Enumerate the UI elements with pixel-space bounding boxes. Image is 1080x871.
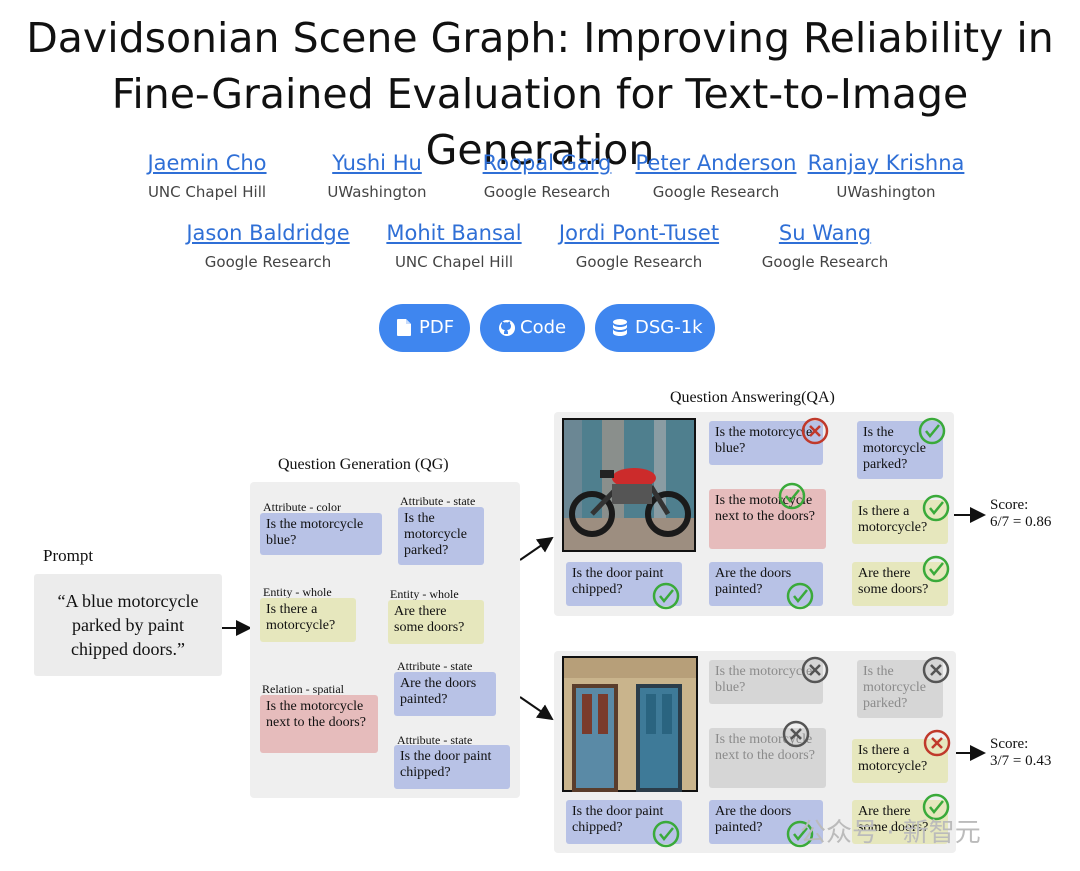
code-button-label: Code <box>520 317 567 338</box>
qa-question: Are there some doors? <box>852 562 948 606</box>
author-affiliation: UNC Chapel Hill <box>147 183 267 201</box>
check-icon <box>918 417 946 445</box>
author-link[interactable]: Mohit Bansal <box>386 221 522 245</box>
author-link[interactable]: Ranjay Krishna <box>807 151 965 175</box>
qg-question: Is the motorcycle next to the doors? <box>260 695 378 753</box>
qg-question: Is there a motorcycle? <box>260 598 356 642</box>
code-button[interactable]: Code <box>480 304 585 352</box>
qg-caption: Question Generation (QG) <box>278 456 449 473</box>
author-affiliation: UWashington <box>836 183 936 201</box>
score-label: Score: <box>990 497 1029 513</box>
qg-label: Entity - whole <box>390 587 459 601</box>
prompt-caption: Prompt <box>43 546 94 565</box>
qg-label: Attribute - state <box>400 494 476 508</box>
cross-icon <box>801 417 829 445</box>
watermark: 公众号 · 新智元 <box>800 818 981 848</box>
qa-question: Is the motorcycle parked? <box>857 421 943 479</box>
cross-icon <box>922 656 950 684</box>
qa-question: Is there a motorcycle? <box>852 739 948 783</box>
cross-icon <box>782 720 810 748</box>
prompt-box: “A blue motorcycle parked by paint chipp… <box>34 574 222 676</box>
pdf-button[interactable]: PDF <box>379 304 470 352</box>
check-icon <box>778 482 806 510</box>
author-affiliation: Google Research <box>204 253 332 271</box>
author-affiliation: UNC Chapel Hill <box>394 253 514 271</box>
qa-question: Is the motorcycle next to the doors? <box>709 728 826 788</box>
pdf-button-label: PDF <box>419 317 455 338</box>
qa-question: Is there a motorcycle? <box>852 500 948 544</box>
title-line-2: Fine-Grained Evaluation for Text-to-Imag… <box>111 70 969 174</box>
qg-label: Attribute - color <box>263 500 341 514</box>
database-icon <box>613 319 627 336</box>
qa-question: Are there some doors? <box>852 800 948 844</box>
cross-icon <box>923 729 951 757</box>
author-affiliation: Google Research <box>483 183 611 201</box>
page-title: Davidsonian Scene Graph: Improving Relia… <box>0 10 1080 178</box>
qg-label: Entity - whole <box>263 585 332 599</box>
score-value: 3/7 = 0.43 <box>990 753 1052 769</box>
qg-question: Is the motorcycle blue? <box>260 513 382 555</box>
author-card: Jason Baldridge Google Research <box>168 220 368 271</box>
score-label: Score: <box>990 736 1029 752</box>
qa-question: Is the motorcycle parked? <box>857 660 943 718</box>
qa-caption: Question Answering(QA) <box>670 389 835 406</box>
qg-question: Are there some doors? <box>388 600 484 644</box>
author-link[interactable]: Jordi Pont-Tuset <box>558 221 720 245</box>
score-value: 6/7 = 0.86 <box>990 514 1052 530</box>
author-affiliation: Google Research <box>761 253 889 271</box>
check-icon <box>786 582 814 610</box>
doors-image <box>562 656 698 792</box>
author-link[interactable]: Jaemin Cho <box>147 151 267 175</box>
qg-label: Attribute - state <box>397 733 473 747</box>
qa-question: Is the motorcycle blue? <box>709 421 823 465</box>
author-card: Su Wang Google Research <box>725 220 925 271</box>
qa-question: Are the doors painted? <box>709 800 823 844</box>
title-line-1: Davidsonian Scene Graph: Improving Relia… <box>26 14 1054 62</box>
motorcycle-image <box>562 418 696 552</box>
author-link[interactable]: Jason Baldridge <box>186 221 350 245</box>
prompt-line: chipped doors.” <box>71 639 185 659</box>
author-card: Jaemin Cho UNC Chapel Hill <box>107 150 307 201</box>
check-icon <box>922 494 950 522</box>
author-card: Yushi Hu UWashington <box>277 150 477 201</box>
check-icon <box>786 820 814 848</box>
author-card: Mohit Bansal UNC Chapel Hill <box>354 220 554 271</box>
file-icon <box>397 319 411 336</box>
author-affiliation: UWashington <box>327 183 427 201</box>
prompt-line: “A blue motorcycle <box>57 591 199 611</box>
author-link[interactable]: Peter Anderson <box>635 151 797 175</box>
author-link[interactable]: Su Wang <box>778 221 872 245</box>
author-card: Jordi Pont-Tuset Google Research <box>539 220 739 271</box>
qg-label: Attribute - state <box>397 659 473 673</box>
check-icon <box>652 820 680 848</box>
cross-icon <box>801 656 829 684</box>
qg-question: Are the doors painted? <box>394 672 496 716</box>
author-link[interactable]: Roopal Garg <box>482 151 612 175</box>
qg-label: Relation - spatial <box>262 682 344 696</box>
qa-question: Is the motorcycle next to the doors? <box>709 489 826 549</box>
dataset-button[interactable]: DSG-1k <box>595 304 715 352</box>
qg-question: Is the door paint chipped? <box>394 745 510 789</box>
prompt-line: parked by paint <box>72 615 184 635</box>
check-icon <box>922 793 950 821</box>
author-affiliation: Google Research <box>652 183 780 201</box>
author-card: Peter Anderson Google Research <box>616 150 816 201</box>
author-link[interactable]: Yushi Hu <box>332 151 422 175</box>
github-icon <box>499 320 515 336</box>
check-icon <box>652 582 680 610</box>
author-card: Ranjay Krishna UWashington <box>786 150 986 201</box>
author-affiliation: Google Research <box>575 253 703 271</box>
qg-question: Is the motorcycle parked? <box>398 507 484 565</box>
author-card: Roopal Garg Google Research <box>447 150 647 201</box>
check-icon <box>922 555 950 583</box>
dataset-button-label: DSG-1k <box>635 317 703 338</box>
